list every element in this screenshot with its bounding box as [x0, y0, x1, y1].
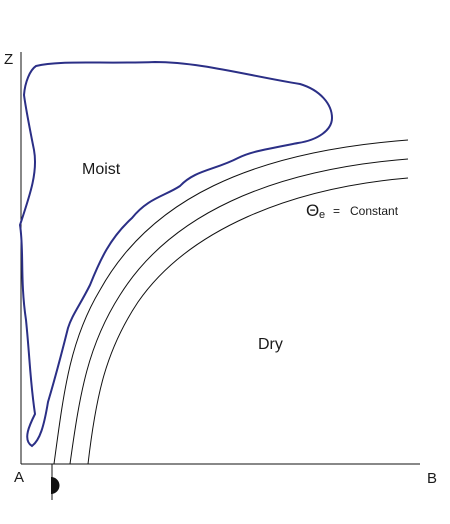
moist-region-boundary — [18, 60, 334, 448]
theta-symbol: Θ — [306, 201, 319, 220]
z-axis-label: Z — [4, 51, 13, 68]
b-axis-label: B — [427, 470, 437, 487]
theta-e-curve-1 — [53, 139, 409, 465]
theta-subscript: e — [319, 209, 325, 221]
constant-text: Constant — [350, 204, 399, 218]
theta-e-constant-label: Θ e = Constant — [306, 201, 399, 221]
dry-label: Dry — [258, 336, 283, 353]
moist-label: Moist — [82, 161, 121, 178]
half-disc-marker — [51, 477, 60, 494]
theta-e-curve-2 — [69, 158, 409, 465]
theta-e-curve-3 — [87, 177, 409, 465]
origin-label: A — [14, 469, 24, 486]
equals-sign: = — [333, 204, 340, 218]
